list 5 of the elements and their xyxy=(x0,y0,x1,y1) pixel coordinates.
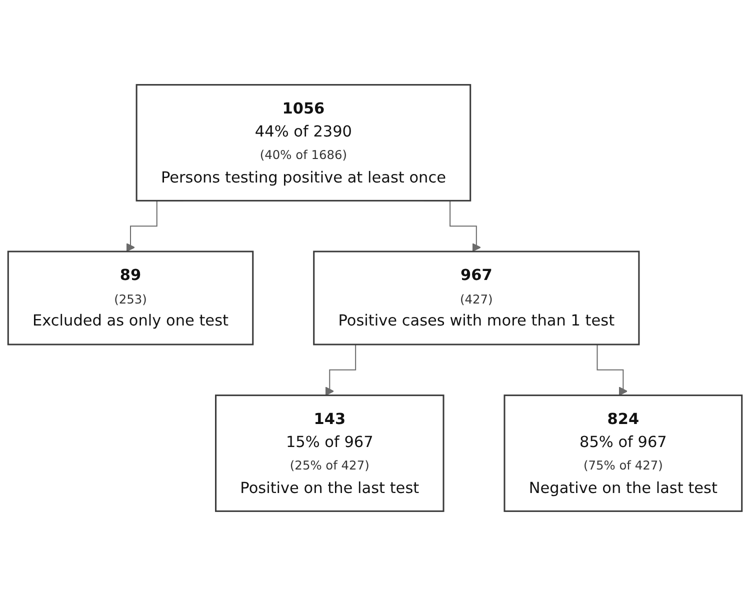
node-box: 824 85% of 967 (75% of 427) Negative on the last test xyxy=(504,394,743,512)
node-box: 89 (253) Excluded as only one test xyxy=(7,250,254,346)
node-box: 1056 44% of 2390 (40% of 1686) Persons testing positive at least once xyxy=(136,84,472,202)
node-box: 967 (427) Positive cases with more than 1 test xyxy=(313,250,640,346)
node-box: 143 15% of 967 (25% of 427) Positive on the last test xyxy=(215,394,444,512)
